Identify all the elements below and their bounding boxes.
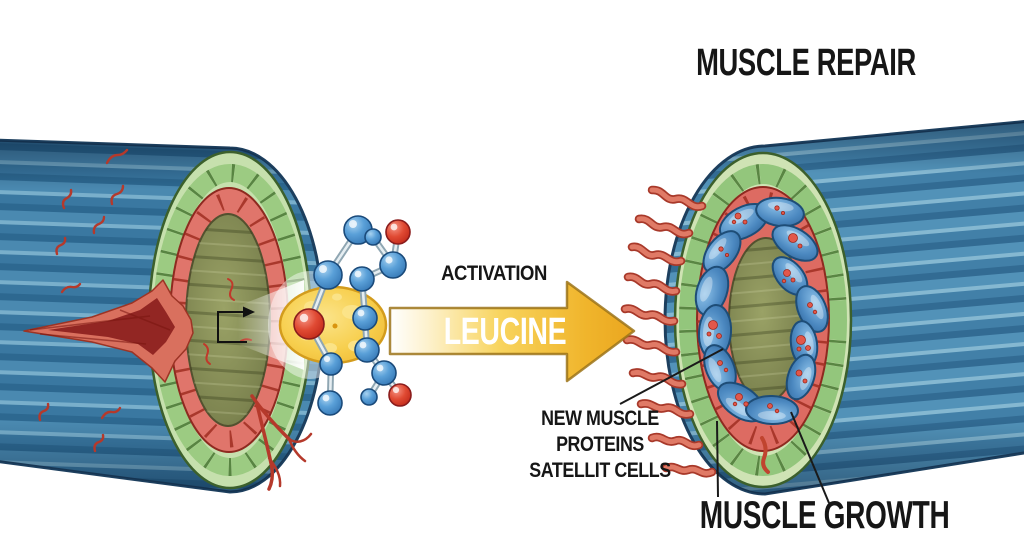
tear-wedge <box>23 279 194 383</box>
callout-line-2: PROTEINS <box>556 433 644 456</box>
callout-muscle-growth: MUSCLE GROWTH <box>699 494 950 537</box>
satellite-cell-activation <box>268 215 412 416</box>
capillary-tendrils <box>620 185 717 478</box>
leucine-molecule <box>293 215 412 416</box>
activation-label: ACTIVATION <box>441 262 547 285</box>
title-muscle-repair: MUSCLE REPAIR <box>696 42 916 84</box>
callout-line-3: SATELLIT CELLS <box>529 459 671 482</box>
vessel-sprout <box>760 436 770 474</box>
callout-new-muscle-proteins: NEW MUSCLE PROTEINS SATELLIT CELLS <box>528 406 673 484</box>
protein-dots <box>706 205 818 414</box>
signal-arrow <box>217 306 255 343</box>
repaired-muscle-fiber <box>619 120 1024 504</box>
leucine-arrow <box>388 280 636 383</box>
damaged-muscle-fiber <box>0 138 325 494</box>
callout-line-1: NEW MUSCLE <box>541 407 659 430</box>
micro-tear-marks <box>38 148 129 453</box>
activation-beam <box>238 280 304 370</box>
leucine-label: LEUCINE <box>443 311 567 353</box>
blood-vessels <box>250 394 313 491</box>
new-muscle-protein-cells <box>694 196 829 426</box>
callout-lines <box>619 348 830 504</box>
